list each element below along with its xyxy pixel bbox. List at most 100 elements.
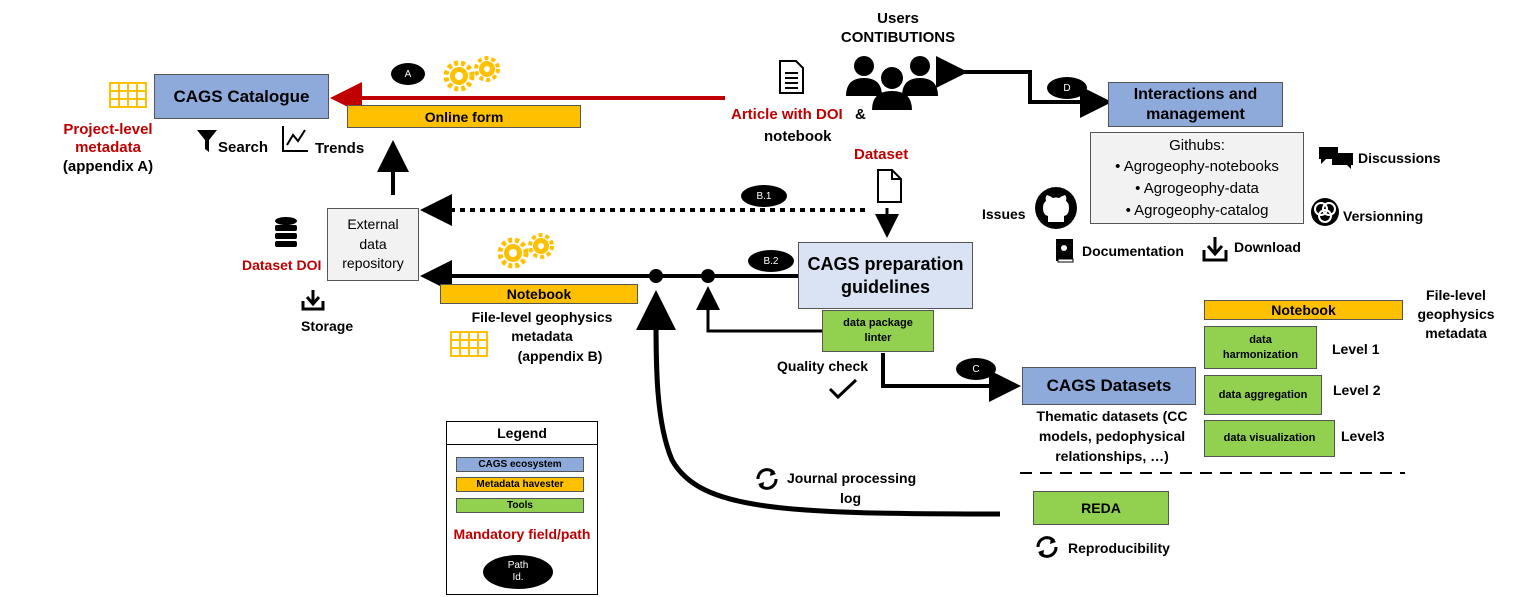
contributions-label: CONTIBUTIONS: [840, 29, 956, 46]
download-label: Download: [1234, 239, 1301, 255]
documentation-label: Documentation: [1082, 243, 1184, 259]
notebook-main-box[interactable]: Notebook: [440, 284, 638, 304]
gears-icon-bottom: [497, 233, 554, 269]
path-c-badge: C: [956, 358, 996, 380]
legend-ecosystem: CAGS ecosystem: [456, 457, 584, 472]
cags-preparation-box[interactable]: CAGS preparation guidelines: [798, 242, 973, 309]
reda-box[interactable]: REDA: [1033, 491, 1169, 525]
gears-icon-top: [443, 56, 500, 92]
project-level-label: Project-level: [63, 121, 153, 138]
githubs-box: Githubs: • Agrogeophy-notebooks • Agroge…: [1090, 132, 1304, 224]
junction-dot-1: [649, 269, 663, 283]
github-repo-3[interactable]: • Agrogeophy-catalog: [1125, 201, 1269, 219]
refresh-icon-journal: [756, 468, 778, 490]
journal-line-2: log: [840, 490, 861, 506]
repo-line-2: data: [359, 235, 387, 252]
notebook-right-box[interactable]: Notebook: [1204, 300, 1403, 320]
legend-title: Legend: [447, 422, 597, 445]
reproducibility-label: Reproducibility: [1068, 540, 1170, 556]
interactions-box[interactable]: Interactions and management: [1108, 82, 1283, 127]
file-level-right-1: File-level: [1426, 287, 1486, 303]
datasets-desc-1: Thematic datasets (CC: [1036, 408, 1188, 424]
path-b1-badge: B.1: [741, 185, 787, 207]
cags-datasets-box[interactable]: CAGS Datasets: [1022, 367, 1196, 405]
github-repo-1[interactable]: • Agrogeophy-notebooks: [1115, 158, 1279, 176]
search-label: Search: [218, 139, 269, 156]
external-repository-box[interactable]: External data repository: [327, 208, 419, 281]
article-amp-label: &: [855, 106, 866, 123]
level1-label: Level 1: [1332, 341, 1380, 357]
filter-icon: [197, 130, 217, 152]
repo-line-1: External: [347, 216, 399, 233]
level3-box[interactable]: data visualization: [1204, 420, 1335, 457]
versionning-label: Versionning: [1343, 208, 1424, 224]
path-d-badge: D: [1047, 77, 1087, 99]
article-doi-label: Article with DOI: [731, 106, 843, 123]
githubs-title: Githubs:: [1169, 136, 1225, 154]
storage-label: Storage: [301, 318, 354, 334]
dataset-doi-label: Dataset DOI: [242, 257, 322, 273]
linter-loop-line: [696, 286, 822, 333]
trends-label: Trends: [315, 140, 365, 157]
repo-line-3: repository: [342, 255, 404, 272]
level1-line-1: data: [1249, 333, 1272, 346]
dataset-file-icon: [877, 169, 902, 203]
checkmark-icon: [828, 378, 858, 400]
github-icon[interactable]: [1034, 186, 1078, 230]
journal-line-1: Journal processing: [787, 470, 917, 486]
linter-line-1: data package: [843, 317, 913, 330]
path-a-badge: A: [391, 63, 425, 85]
download-icon[interactable]: [1202, 236, 1228, 262]
cags-catalogue-box[interactable]: CAGS Catalogue: [154, 74, 329, 119]
article-document-icon: [779, 60, 804, 94]
path-b2-badge: B.2: [748, 250, 794, 272]
issues-label: Issues: [982, 206, 1026, 222]
trends-chart-icon: [282, 126, 308, 152]
online-form-box[interactable]: Online form: [347, 105, 581, 128]
github-repo-2[interactable]: • Agrogeophy-data: [1135, 180, 1259, 197]
table-grid-icon-2: [450, 331, 488, 357]
level2-label: Level 2: [1333, 382, 1381, 398]
legend-mandatory: Mandatory field/path: [453, 526, 591, 542]
file-level-right-2: geophysics: [1417, 306, 1495, 322]
linter-box[interactable]: data package linter: [822, 310, 934, 352]
journal-curve-line: [635, 290, 1001, 517]
legend-tools: Tools: [456, 498, 584, 513]
path-d-line: [936, 56, 1112, 118]
table-grid-icon: [109, 82, 147, 108]
legend-box: Legend CAGS ecosystem Metadata havester …: [446, 421, 598, 595]
appendix-b-label: (appendix B): [517, 348, 603, 364]
storage-icon: [301, 290, 325, 311]
dataset-label: Dataset: [854, 146, 909, 163]
junction-dot-2: [701, 269, 715, 283]
discussions-icon: [1319, 147, 1353, 169]
path-c-line: [881, 353, 1021, 402]
article-notebook-label: notebook: [764, 128, 832, 145]
datasets-desc-3: relationships, …): [1055, 448, 1169, 464]
linter-line-2: linter: [864, 332, 892, 344]
legend-path-id: Path Id.: [483, 555, 553, 589]
legend-path-line: Path: [507, 560, 529, 571]
level1-line-2: harmonization: [1222, 348, 1299, 361]
appendix-a-label: (appendix A): [62, 158, 154, 175]
legend-id-line: Id.: [512, 572, 524, 583]
datasets-desc-2: models, pedophysical: [1038, 428, 1186, 444]
level1-box[interactable]: data harmonization: [1204, 326, 1317, 369]
legend-harvester: Metadata havester: [456, 477, 584, 492]
level2-box[interactable]: data aggregation: [1204, 375, 1322, 415]
file-level-right-3: metadata: [1425, 325, 1487, 341]
versioning-icon: [1311, 198, 1339, 226]
discussions-label: Discussions: [1358, 150, 1441, 166]
file-level-left-2: metadata: [511, 328, 573, 344]
quality-check-label: Quality check: [777, 358, 869, 374]
database-icon: [275, 217, 297, 247]
level3-label: Level3: [1341, 428, 1385, 444]
users-label: Users: [877, 10, 919, 27]
file-level-left-1: File-level geophysics: [471, 309, 613, 325]
project-metadata-label: metadata: [75, 139, 141, 156]
users-icon: [846, 56, 938, 110]
documentation-icon: [1056, 239, 1074, 263]
refresh-icon-reda: [1036, 536, 1058, 558]
